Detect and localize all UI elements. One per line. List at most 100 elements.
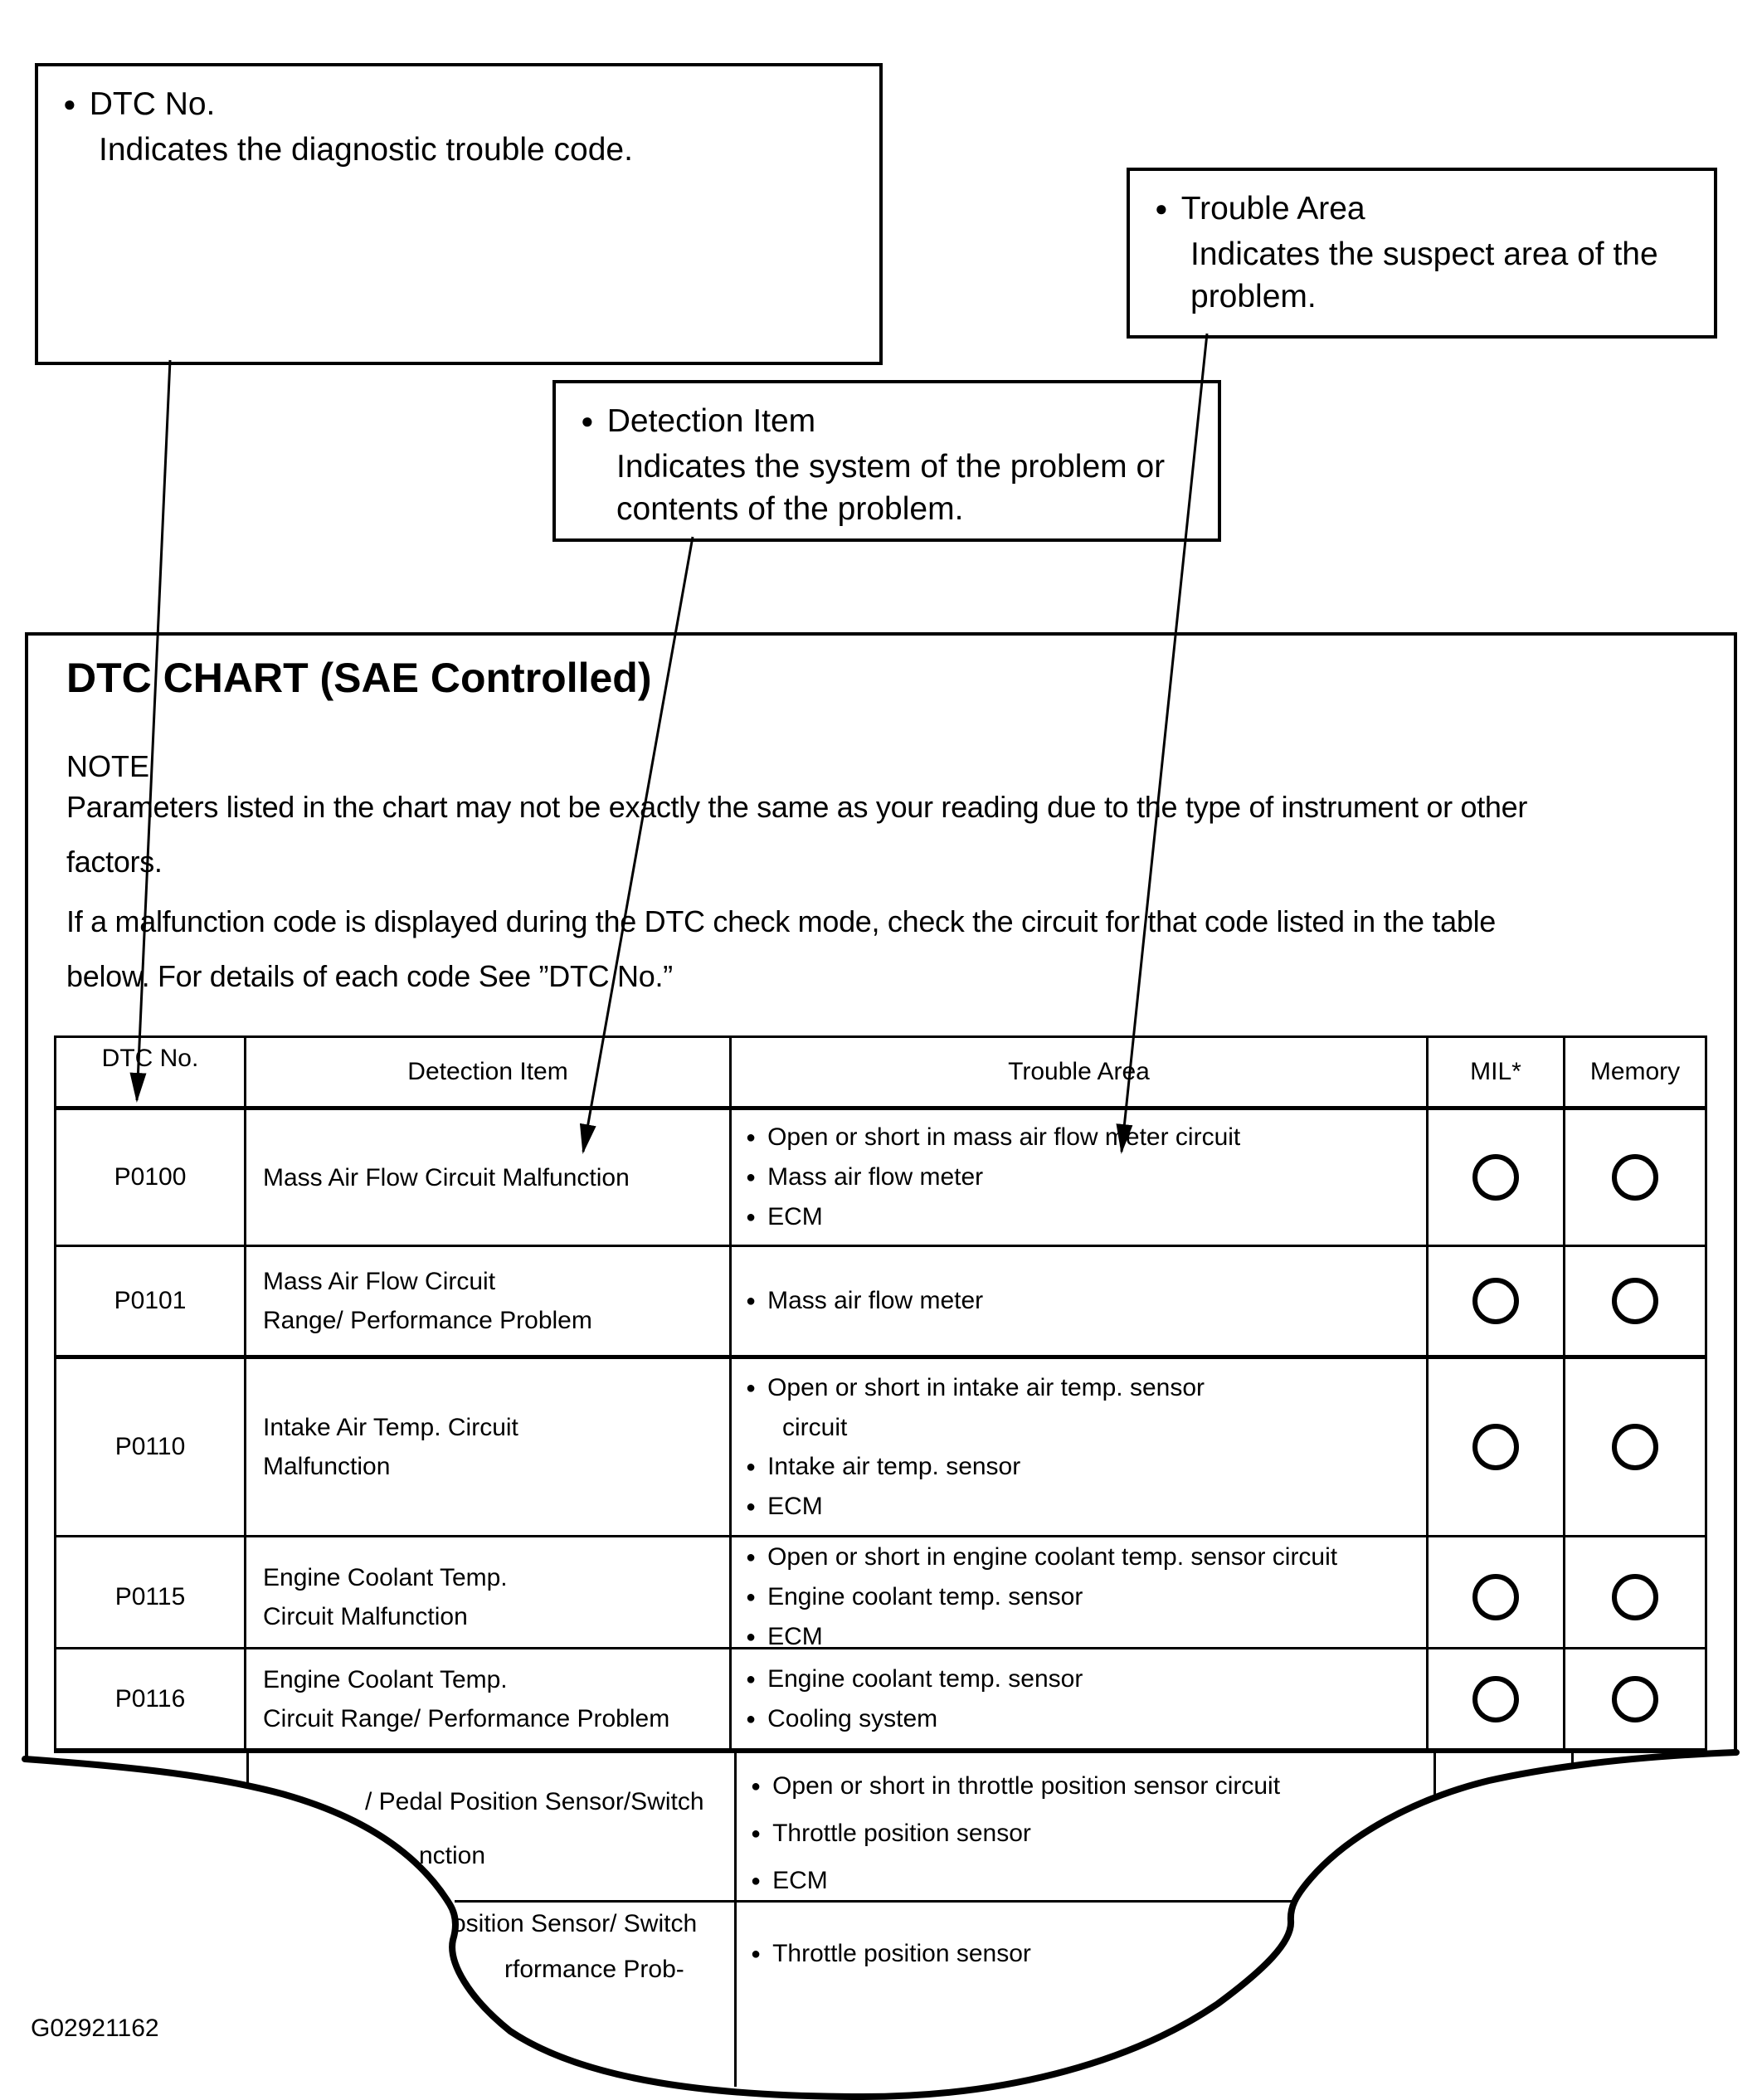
mil-indicator-cell: [1429, 1649, 1565, 1748]
memory-indicator-cell: [1565, 1649, 1705, 1748]
note-label: NOTE: [66, 749, 150, 783]
bullet-icon: ●: [746, 1208, 757, 1226]
bullet-icon: ●: [751, 1825, 762, 1843]
trouble-line: ●Mass air flow meter: [746, 1157, 1426, 1197]
trouble-line: ●Mass air flow meter: [746, 1281, 1426, 1321]
column-divider-stub: [246, 1753, 249, 1788]
callout-title-text: Trouble Area: [1180, 191, 1365, 227]
mil-indicator-cell: [1429, 1247, 1565, 1355]
instruction-text-line: If a malfunction code is displayed durin…: [66, 904, 1497, 938]
detection-line: Malfunction: [263, 1453, 391, 1480]
callout-trouble-area-line: problem.: [1190, 279, 1317, 314]
callout-trouble-area-line: Indicates the suspect area of the: [1190, 236, 1658, 272]
partial-row-trouble-item: ●ECM: [751, 1867, 828, 1894]
bullet-icon: ●: [746, 1457, 757, 1476]
detection-line: Circuit Malfunction: [263, 1603, 468, 1630]
torn-mask: [0, 1751, 1762, 2100]
bullet-icon: ●: [746, 1669, 757, 1688]
mil-indicator: [1472, 1574, 1519, 1620]
callout-trouble-area-title: ● Trouble Area: [1155, 188, 1697, 233]
trouble-line: ●ECM: [746, 1487, 1426, 1527]
trouble-line: ●ECM: [746, 1617, 1426, 1657]
bullet-icon: ●: [751, 1945, 762, 1963]
mil-indicator: [1472, 1154, 1519, 1201]
detection-line: Mass Air Flow Circuit: [263, 1268, 496, 1295]
detection-line: Intake Air Temp. Circuit: [263, 1414, 518, 1441]
bullet-icon: ●: [751, 1872, 762, 1890]
callout-title-text: DTC No.: [89, 86, 216, 122]
trouble-line: ●Engine coolant temp. sensor: [746, 1659, 1426, 1699]
memory-indicator: [1612, 1574, 1658, 1620]
mil-indicator: [1472, 1278, 1519, 1324]
trouble-line: ●Open or short in engine coolant temp. s…: [746, 1537, 1426, 1577]
bullet-icon: ●: [1155, 196, 1168, 221]
detection-item-cell: Engine Coolant Temp. Circuit Malfunction: [246, 1537, 732, 1657]
figure-id-label: G02921162: [31, 2015, 159, 2042]
detection-line: Engine Coolant Temp.: [263, 1564, 508, 1591]
partial-row-detection-text: / Pedal Position Sensor/Switch: [365, 1788, 704, 1815]
column-divider-stub: [734, 1753, 737, 2087]
mil-indicator-cell: [1429, 1359, 1565, 1535]
bullet-icon: ●: [63, 91, 76, 116]
bullet-icon: ●: [746, 1292, 757, 1310]
dtc-code-cell: P0100: [56, 1110, 246, 1245]
callout-trouble-area: ● Trouble Area Indicates the suspect are…: [1127, 168, 1717, 339]
trouble-line: ●Intake air temp. sensor: [746, 1447, 1426, 1487]
memory-indicator: [1612, 1675, 1658, 1722]
note-text-line: factors.: [66, 845, 163, 879]
callout-detection-item-line: contents of the problem.: [616, 491, 964, 527]
bullet-icon: ●: [581, 408, 594, 433]
detection-item-cell: Mass Air Flow Circuit Malfunction: [246, 1110, 732, 1245]
table-row: P0116 Engine Coolant Temp. Circuit Range/ …: [56, 1649, 1705, 1753]
detection-line: Range/ Performance Problem: [263, 1307, 592, 1334]
trouble-area-cell: ●Open or short in mass air flow meter ci…: [732, 1110, 1429, 1245]
bullet-icon: ●: [746, 1378, 757, 1397]
column-divider-stub: [1433, 1753, 1436, 1796]
mil-indicator: [1472, 1675, 1519, 1722]
callout-detection-item-line: Indicates the system of the problem or: [616, 449, 1166, 485]
column-divider-stub: [1571, 1753, 1574, 1775]
callout-dtc-no-title: ● DTC No.: [63, 83, 863, 129]
memory-indicator: [1612, 1278, 1658, 1324]
memory-indicator-cell: [1565, 1247, 1705, 1355]
header-mil: MIL*: [1429, 1038, 1565, 1106]
table-header-row: DTC No. Detection Item Trouble Area MIL*…: [56, 1038, 1705, 1110]
callout-dtc-no-body: Indicates the diagnostic trouble code.: [99, 132, 633, 168]
torn-curve: [22, 1749, 1740, 2100]
partial-row-detection-text: nction: [419, 1842, 486, 1869]
memory-indicator: [1612, 1154, 1658, 1201]
header-dtc-no: DTC No.: [56, 1038, 246, 1106]
bullet-icon: ●: [746, 1548, 757, 1566]
trouble-area-cell: ●Open or short in engine coolant temp. s…: [732, 1537, 1429, 1657]
callout-dtc-no: ● DTC No. Indicates the diagnostic troub…: [35, 63, 883, 365]
trouble-line: circuit: [782, 1413, 848, 1441]
mil-indicator-cell: [1429, 1537, 1565, 1657]
note-text-line: Parameters listed in the chart may not b…: [66, 790, 1528, 824]
partial-row-trouble-item: ●Throttle position sensor: [751, 1940, 1031, 1967]
header-trouble-area: Trouble Area: [732, 1038, 1429, 1106]
trouble-line: ●ECM: [746, 1197, 1426, 1237]
partial-row-divider: [455, 1900, 1294, 1903]
trouble-line: ●Open or short in intake air temp. senso…: [746, 1368, 1426, 1408]
detection-line: Circuit Range/ Performance Problem: [263, 1704, 670, 1732]
instruction-text-line: below. For details of each code See ”DTC…: [66, 959, 673, 993]
partial-row-trouble-item: ●Open or short in throttle position sens…: [751, 1772, 1281, 1800]
bullet-icon: ●: [746, 1168, 757, 1186]
detection-line: Engine Coolant Temp.: [263, 1665, 508, 1693]
dtc-code-cell: P0116: [56, 1649, 246, 1748]
partial-row-detection-text: osition Sensor/ Switch: [452, 1910, 698, 1937]
memory-indicator-cell: [1565, 1110, 1705, 1245]
trouble-area-cell: ●Engine coolant temp. sensor●Cooling sys…: [732, 1649, 1429, 1748]
section-box: [25, 632, 1737, 1764]
trouble-line: ●Cooling system: [746, 1699, 1426, 1739]
memory-indicator-cell: [1565, 1537, 1705, 1657]
bullet-icon: ●: [746, 1709, 757, 1728]
memory-indicator: [1612, 1424, 1658, 1470]
detection-line: Mass Air Flow Circuit Malfunction: [263, 1163, 630, 1191]
